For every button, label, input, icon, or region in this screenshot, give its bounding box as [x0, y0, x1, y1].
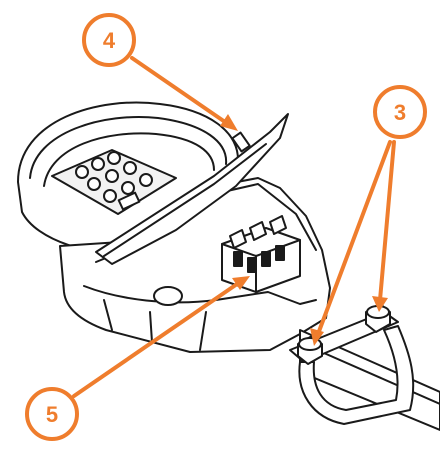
callout-5: 5: [25, 387, 79, 441]
arrow-3a-head: [310, 328, 324, 346]
callout-arrows: [72, 56, 396, 398]
housing-floor: [103, 299, 207, 351]
housing-drawing: [17, 101, 440, 431]
hinged-cover-edge: [103, 143, 267, 257]
callout-5-label: 5: [46, 402, 58, 427]
hinged-cover: [95, 113, 289, 265]
arrow-3b: [378, 140, 396, 302]
terminal-block: [221, 215, 301, 293]
arrow-heads: [220, 114, 388, 346]
arrow-4-head: [220, 114, 238, 131]
base-plate-rim: [29, 116, 228, 179]
arrow-5: [72, 280, 242, 398]
clamp-strap: [298, 325, 415, 425]
arrow-5-head: [232, 276, 250, 290]
callout-4-label: 4: [103, 28, 116, 53]
base-plate-rim-inner: [43, 132, 215, 187]
callout-3-label: 3: [394, 100, 406, 125]
pipe-shade: [307, 345, 440, 405]
arrow-3b-head: [372, 296, 388, 312]
cover-tab: [231, 131, 251, 153]
housing-knob: [153, 286, 183, 306]
board-components: [75, 151, 153, 211]
arrow-3a: [316, 140, 392, 336]
callout-4: 4: [82, 13, 136, 67]
arrow-4: [130, 56, 230, 126]
callout-3: 3: [373, 85, 427, 139]
